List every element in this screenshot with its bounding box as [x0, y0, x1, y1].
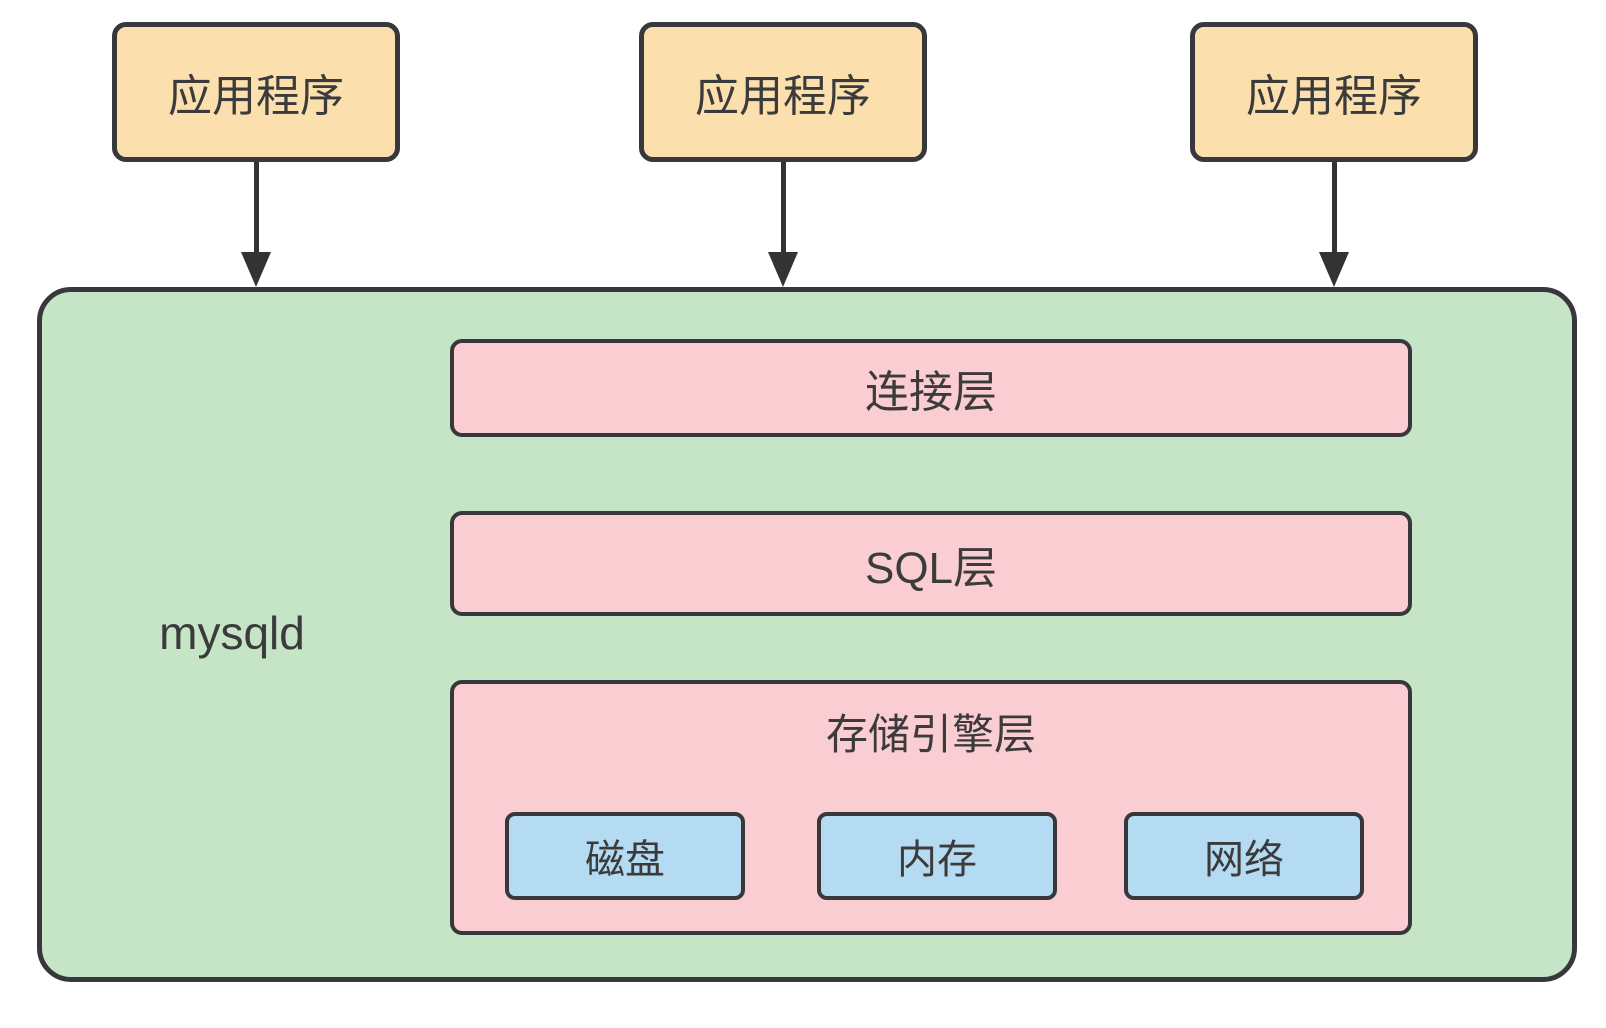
resource-network-label: 网络	[1204, 838, 1284, 882]
mysqld-label: mysqld	[159, 607, 305, 659]
resource-network: 网络	[1124, 812, 1364, 900]
layer-sql-label: SQL层	[864, 543, 998, 593]
resource-disk-label: 磁盘	[585, 838, 665, 882]
layer-connection-label: 连接层	[865, 368, 997, 417]
mysqld-container: mysqld 连接层 SQL层 存储引擎层 磁盘 内存 网络	[37, 287, 1577, 982]
resource-disk: 磁盘	[505, 812, 745, 900]
resource-memory: 内存	[817, 812, 1057, 900]
layer-storage-engine: 存储引擎层 磁盘 内存 网络	[450, 680, 1412, 935]
app-box-1: 应用程序	[112, 22, 400, 162]
resource-memory-label: 内存	[897, 838, 977, 882]
arrow-shaft	[1331, 162, 1337, 252]
layer-storage-engine-label: 存储引擎层	[825, 711, 1036, 758]
arrow-shaft	[780, 162, 786, 252]
arrow-down-icon	[1319, 162, 1349, 287]
arrow-shaft	[253, 162, 259, 252]
arrow-down-icon	[768, 162, 798, 287]
arrow-head	[1319, 252, 1349, 287]
app-box-1-label: 应用程序	[168, 72, 344, 121]
layer-connection: 连接层	[450, 339, 1412, 437]
arrow-head	[768, 252, 798, 287]
layer-sql: SQL层	[450, 511, 1412, 616]
arrow-down-icon	[241, 162, 271, 287]
app-box-2: 应用程序	[639, 22, 927, 162]
app-box-3: 应用程序	[1190, 22, 1478, 162]
app-box-2-label: 应用程序	[695, 72, 871, 121]
app-box-3-label: 应用程序	[1246, 72, 1422, 121]
arrow-head	[241, 252, 271, 287]
